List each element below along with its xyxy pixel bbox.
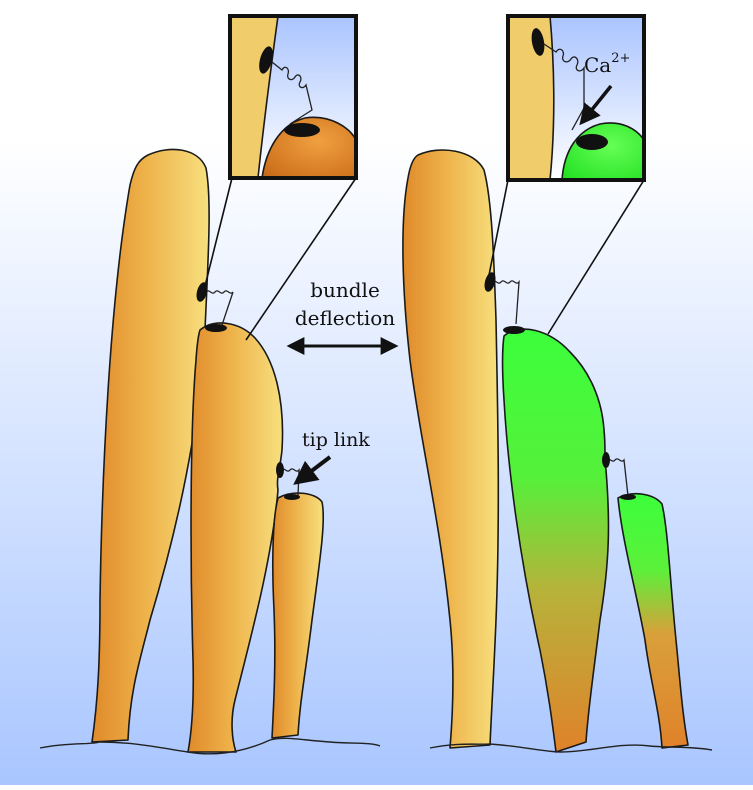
short-tip-plaque-left [284, 494, 300, 500]
lower-dense-plaque-right [503, 326, 525, 334]
tip-dense-plaque-left [276, 462, 284, 478]
lower-dense-plaque-left [205, 324, 227, 332]
inset-lower-plaque-left [284, 123, 320, 137]
label-deflection: deflection [295, 306, 395, 330]
label-bundle: bundle [310, 278, 380, 302]
inset-lower-plaque-right [576, 134, 608, 150]
short-tip-plaque-right [620, 494, 636, 500]
inset-tall-stereocilium-right [508, 16, 554, 180]
tip-dense-plaque-right [602, 452, 610, 468]
deflected-inset [508, 16, 644, 180]
label-tip-link: tip link [302, 429, 370, 451]
resting-inset [230, 16, 356, 178]
